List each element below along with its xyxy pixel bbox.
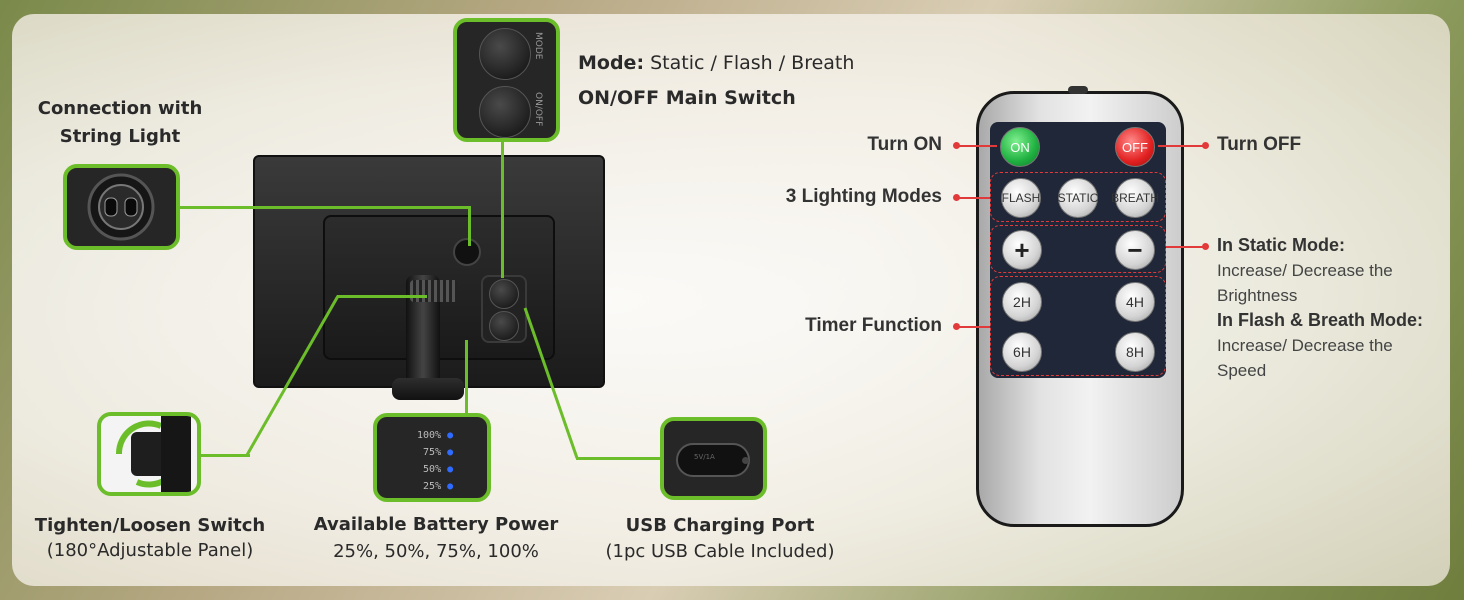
brightness-group <box>990 225 1166 273</box>
connector-line <box>337 295 427 298</box>
panel-onoff-button <box>489 311 519 341</box>
remote-8h-button[interactable]: 8H <box>1115 332 1155 372</box>
rotate-arrows-icon <box>115 416 191 492</box>
plus-minus-description: In Static Mode: Increase/ Decrease the B… <box>1217 235 1424 380</box>
connection-label: Connection with String Light <box>37 98 203 147</box>
remote-plus-button[interactable]: + <box>1002 230 1042 270</box>
main-switch-label: ON/OFF Main Switch <box>578 87 796 109</box>
battery-indicator-zoom: 100% ● 75% ● 50% ● 25% ● <box>373 413 491 502</box>
remote-on-button[interactable]: ON <box>1000 127 1040 167</box>
battery-level-50: 50% ● <box>423 464 454 475</box>
remote-2h-button[interactable]: 2H <box>1002 282 1042 322</box>
panel-mode-button <box>489 279 519 309</box>
turn-on-label: Turn ON <box>867 134 942 155</box>
callout-line <box>957 326 990 328</box>
remote-flash-button[interactable]: FLASH <box>1001 178 1041 218</box>
lighting-modes-group <box>990 172 1166 222</box>
mode-engraving: MODE <box>533 32 543 60</box>
connector-line <box>200 454 250 457</box>
callout-line <box>957 197 990 199</box>
timer-group <box>990 276 1166 376</box>
switch-buttons-zoom: MODE ON/OFF <box>453 18 560 142</box>
timer-label: Timer Function <box>805 315 942 336</box>
callout-line <box>1166 246 1206 248</box>
onoff-button-zoom <box>479 86 531 138</box>
battery-level-25: 25% ● <box>423 481 454 492</box>
remote-ir-emitter <box>1068 86 1088 94</box>
tighten-label: Tighten/Loosen Switch (180°Adjustable Pa… <box>34 515 266 561</box>
connector-line <box>576 457 664 460</box>
usb-port-text: 5V/1A <box>694 453 715 461</box>
tighten-switch-zoom <box>97 412 201 496</box>
battery-label: Available Battery Power 25%, 50%, 75%, 1… <box>313 514 559 562</box>
connector-line <box>468 206 471 246</box>
connection-port-zoom <box>63 164 180 250</box>
battery-level-100: 100% ● <box>417 430 454 441</box>
callout-line <box>1158 145 1206 147</box>
usb-port-zoom: 5V/1A <box>660 417 767 500</box>
remote-minus-button[interactable]: − <box>1115 230 1155 270</box>
tighten-knob <box>410 280 458 302</box>
remote-4h-button[interactable]: 4H <box>1115 282 1155 322</box>
connector-line <box>501 140 504 278</box>
callout-line <box>957 145 997 147</box>
callout-dot <box>953 323 960 330</box>
onoff-engraving: ON/OFF <box>533 92 543 127</box>
remote-off-button[interactable]: OFF <box>1115 127 1155 167</box>
charge-led-icon <box>742 457 749 464</box>
remote-static-button[interactable]: STATIC <box>1058 178 1098 218</box>
connector-plug-icon <box>87 173 155 241</box>
remote-breath-button[interactable]: BREATH <box>1111 178 1159 218</box>
string-light-port <box>453 238 481 266</box>
callout-dot <box>953 142 960 149</box>
remote-6h-button[interactable]: 6H <box>1002 332 1042 372</box>
connector-line <box>178 206 470 209</box>
turn-off-label: Turn OFF <box>1217 134 1302 155</box>
callout-dot <box>1202 142 1209 149</box>
callout-dot <box>1202 243 1209 250</box>
connector-line <box>465 340 468 415</box>
mode-button-zoom <box>479 28 531 80</box>
usb-c-port-icon: 5V/1A <box>676 443 750 477</box>
lighting-modes-label: 3 Lighting Modes <box>785 186 942 207</box>
battery-level-75: 75% ● <box>423 447 454 458</box>
usb-label: USB Charging Port (1pc USB Cable Include… <box>605 515 835 562</box>
mode-label: Mode: Static / Flash / Breath <box>578 52 855 74</box>
panel-button-block <box>481 275 527 343</box>
stand-base <box>392 378 464 400</box>
callout-dot <box>953 194 960 201</box>
